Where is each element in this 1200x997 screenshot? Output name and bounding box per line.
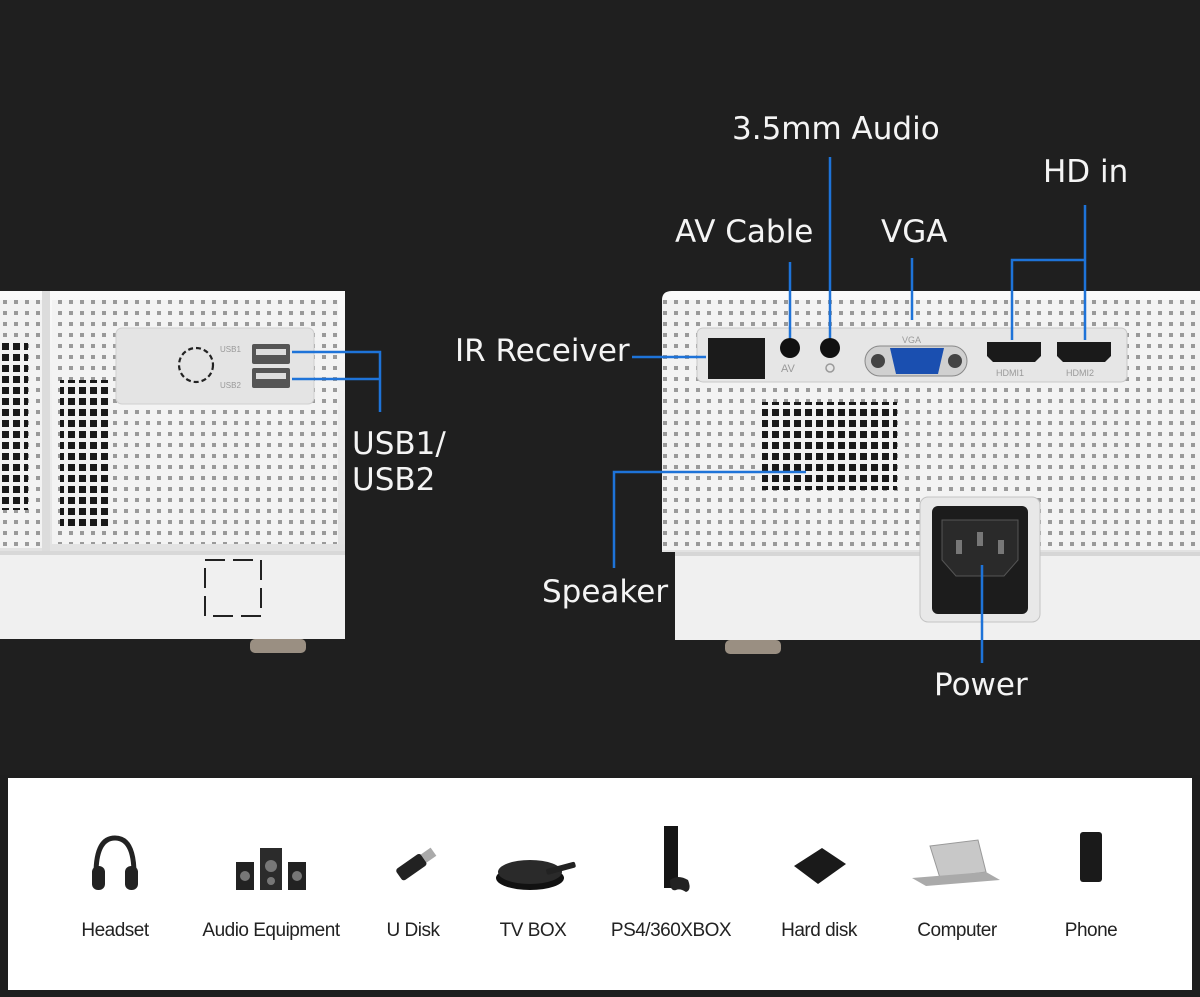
usb-drive-icon	[396, 847, 437, 881]
vga-port-label: VGA	[902, 335, 921, 345]
device-tv-box: TV BOX	[458, 778, 608, 990]
device-label: Headset	[81, 920, 149, 941]
vga-callout: VGA	[881, 214, 948, 250]
hdmi2-port-label: HDMI2	[1066, 368, 1094, 378]
usb1-port-label: USB1	[220, 345, 241, 354]
device-label: Hard disk	[781, 920, 857, 941]
hdmi1-port-label: HDMI1	[996, 368, 1024, 378]
projector-ports-scene: USB1 USB2 AV VGA	[0, 111, 1200, 703]
hd-in-callout-line	[1010, 205, 1087, 340]
device-label: TV BOX	[499, 920, 567, 941]
hard-disk-icon	[794, 848, 846, 884]
laptop-icon	[912, 839, 1000, 886]
device-computer: Computer	[882, 778, 1032, 990]
projector-rear: AV VGA HDMI1 HDMI2	[662, 291, 1200, 654]
av-port-label: AV	[781, 363, 796, 375]
power-callout: Power	[934, 667, 1028, 703]
ir-receiver-callout: IR Receiver	[455, 333, 630, 369]
speaker-callout: Speaker	[542, 574, 669, 610]
device-phone: Phone	[1016, 778, 1166, 990]
device-u-disk: U Disk	[338, 778, 488, 990]
phone-icon	[1080, 832, 1102, 882]
callout-lines	[292, 157, 1087, 663]
headset-icon	[92, 835, 138, 890]
device-label: Phone	[1064, 920, 1118, 941]
speaker-callout-line	[612, 470, 806, 568]
projector-left-side: USB1 USB2	[0, 291, 345, 653]
device-label: PS4/360XBOX	[610, 920, 732, 941]
device-label: Audio Equipment	[202, 920, 340, 941]
projector-illustration: USB1 USB2 AV VGA	[0, 157, 1200, 663]
audio-callout: 3.5mm Audio	[732, 111, 940, 147]
device-hard-disk: Hard disk	[744, 778, 894, 990]
hd-in-callout: HD in	[1043, 154, 1129, 190]
game-console-icon	[664, 826, 690, 892]
av-cable-callout: AV Cable	[675, 214, 814, 250]
usb2-port-label: USB2	[220, 381, 241, 390]
device-audio-equipment: Audio Equipment	[196, 778, 346, 990]
usb-callout-line	[292, 350, 382, 412]
compatible-devices-panel: Headset Audio Equipment U Disk	[8, 778, 1192, 990]
device-label: U Disk	[386, 920, 440, 941]
usb-callout: USB1/ USB2	[352, 426, 446, 498]
tv-box-icon	[496, 860, 576, 890]
device-headset: Headset	[40, 778, 190, 990]
speakers-icon	[236, 848, 306, 890]
device-label: Computer	[917, 920, 997, 941]
device-game-console: PS4/360XBOX	[596, 778, 746, 990]
